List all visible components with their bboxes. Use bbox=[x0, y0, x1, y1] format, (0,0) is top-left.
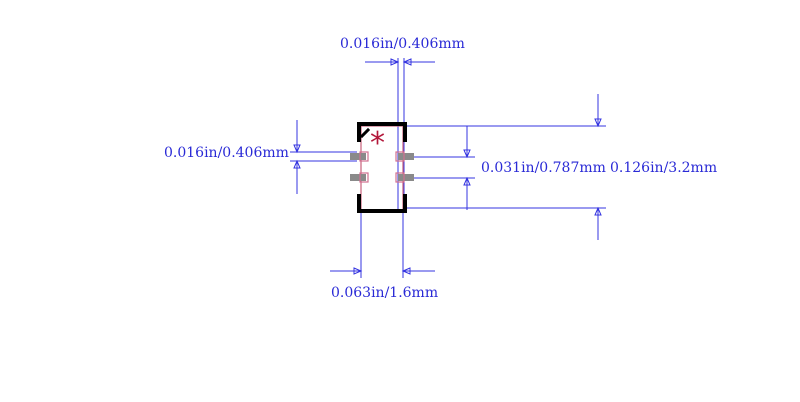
pad-right-top-outline bbox=[395, 151, 405, 162]
pad-left-bottom-outline bbox=[359, 172, 369, 183]
pin1-star-icon: * bbox=[370, 126, 385, 161]
left-arrow-top bbox=[293, 144, 301, 154]
height-arrow-top bbox=[594, 118, 602, 128]
height-dimension: 0.126in/3.2mm bbox=[404, 94, 717, 240]
pads bbox=[350, 151, 414, 183]
pad-left-top bbox=[350, 153, 366, 160]
pitch-arrow-top bbox=[463, 149, 471, 159]
pad-left-bottom bbox=[350, 174, 366, 181]
pitch-dimension-label: 0.031in/0.787mm bbox=[481, 160, 606, 176]
pad-left-top-outline bbox=[359, 151, 369, 162]
width-arrow-left bbox=[353, 267, 363, 275]
left-arrow-bottom bbox=[293, 159, 301, 169]
width-dimension: 0.063in/1.6mm bbox=[330, 212, 438, 301]
height-dimension-label: 0.126in/3.2mm bbox=[610, 160, 717, 176]
width-dimension-label: 0.063in/1.6mm bbox=[331, 285, 438, 301]
top-dimension-label: 0.016in/0.406mm bbox=[340, 36, 465, 52]
pad-right-bottom-outline bbox=[395, 172, 405, 183]
pin1-marker-line bbox=[359, 127, 371, 139]
height-arrow-bottom bbox=[594, 206, 602, 216]
left-dimension: 0.016in/0.406mm bbox=[164, 120, 357, 194]
silkscreen-bottom bbox=[357, 194, 407, 213]
top-arrow-right bbox=[402, 58, 412, 66]
silkscreen-outline bbox=[357, 122, 407, 213]
pitch-dimension: 0.031in/0.787mm bbox=[404, 126, 606, 210]
silkscreen-top bbox=[357, 122, 407, 142]
pad-right-bottom bbox=[398, 174, 414, 181]
left-dimension-label: 0.016in/0.406mm bbox=[164, 145, 289, 161]
pad-right-top bbox=[398, 153, 414, 160]
pitch-arrow-bottom bbox=[463, 176, 471, 186]
top-arrow-left bbox=[390, 58, 400, 66]
top-dimension: 0.016in/0.406mm bbox=[340, 36, 465, 212]
width-arrow-right bbox=[401, 267, 411, 275]
